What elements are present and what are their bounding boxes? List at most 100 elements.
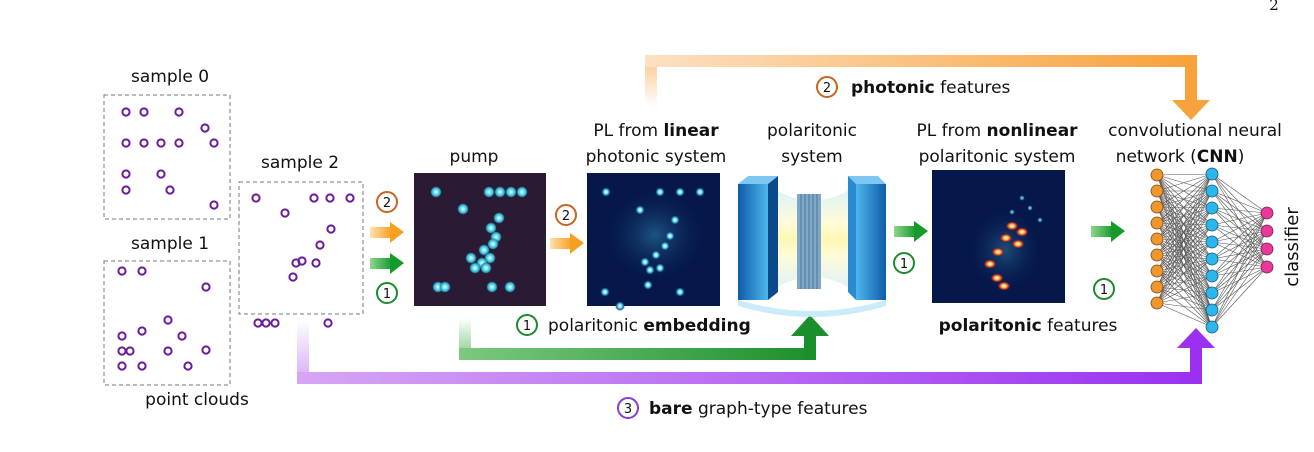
cnn-hidden-node bbox=[1205, 235, 1219, 249]
cnn-input-node bbox=[1150, 184, 1164, 198]
cnn-edge bbox=[1156, 190, 1213, 277]
point-cloud-dot bbox=[174, 107, 184, 117]
cnn-edge bbox=[1156, 254, 1213, 311]
cnn-edge bbox=[1156, 190, 1213, 243]
cnn-edge bbox=[1211, 230, 1268, 243]
nonlinear-pl-spot bbox=[991, 247, 1005, 257]
linear-pl-spot bbox=[670, 215, 680, 225]
cnn-edge bbox=[1211, 212, 1268, 243]
cnn-edge bbox=[1211, 207, 1268, 268]
cnn-edge bbox=[1156, 222, 1213, 294]
cnn-edge bbox=[1156, 238, 1213, 277]
point-cloud-dot bbox=[251, 193, 261, 203]
point-cloud-dot bbox=[280, 208, 290, 218]
cnn-edge bbox=[1156, 286, 1213, 328]
cnn-hidden-node bbox=[1205, 218, 1219, 232]
linear-pl-spot bbox=[643, 280, 653, 290]
cnn-hidden-node bbox=[1205, 320, 1219, 334]
pump-spot bbox=[487, 238, 499, 250]
cnn-edge bbox=[1156, 174, 1213, 209]
point-cloud-dot bbox=[163, 315, 173, 325]
linear-pl-spot bbox=[660, 241, 670, 251]
cnn-edge bbox=[1211, 266, 1268, 328]
embedding-pathway-arrow bbox=[459, 315, 829, 360]
pump-spots bbox=[430, 186, 528, 293]
cnn-input-node bbox=[1150, 168, 1164, 182]
cnn-nodes bbox=[1150, 167, 1274, 334]
cnn-edge bbox=[1211, 190, 1268, 232]
point-cloud-dot bbox=[345, 193, 355, 203]
point-cloud-dot bbox=[121, 138, 131, 148]
point-cloud-dot bbox=[261, 318, 271, 328]
cnn-edge bbox=[1211, 248, 1268, 277]
cnn-edge bbox=[1156, 206, 1213, 226]
cnn-edge bbox=[1156, 206, 1213, 277]
cnn-edge bbox=[1211, 258, 1268, 268]
nonlinear-pl-spot bbox=[1005, 221, 1019, 231]
nonlinear-pl-label-line1: PL from nonlinear bbox=[916, 121, 1078, 141]
cnn-edge bbox=[1156, 206, 1213, 311]
nonlinear-pl-spot bbox=[999, 233, 1013, 243]
linear-pl-spot bbox=[695, 187, 705, 197]
polaritonic-cavity-illustration bbox=[738, 176, 886, 317]
linear-pl-spot bbox=[665, 231, 675, 241]
point-cloud-dot bbox=[139, 107, 149, 117]
cnn-edge bbox=[1156, 222, 1213, 243]
polaritonic-system-label-line1: polaritonic bbox=[767, 121, 857, 141]
pump-spot bbox=[494, 186, 506, 198]
cnn-edge bbox=[1211, 241, 1268, 250]
pump-spot bbox=[469, 262, 481, 274]
cnn-edge bbox=[1156, 254, 1213, 328]
point-cloud-dot bbox=[137, 266, 147, 276]
pump-spot bbox=[486, 281, 498, 293]
point-cloud-dot bbox=[117, 266, 127, 276]
cnn-edge bbox=[1156, 238, 1213, 311]
cnn-edge bbox=[1211, 212, 1268, 260]
cnn-input-node bbox=[1150, 296, 1164, 310]
pump-label: pump bbox=[450, 147, 499, 167]
cnn-edge bbox=[1156, 254, 1213, 294]
linear-pl-spots bbox=[600, 185, 710, 311]
cnn-output-node bbox=[1260, 224, 1274, 238]
step-2-arrow-to-linear-pl: 2 bbox=[550, 204, 584, 254]
point-cloud-dot bbox=[137, 326, 147, 336]
point-cloud-dot bbox=[326, 224, 336, 234]
cnn-edge bbox=[1156, 173, 1213, 304]
cnn-edge bbox=[1156, 238, 1213, 328]
step-1-arrow-to-cnn: 1 bbox=[1091, 221, 1125, 300]
photonic-features-label: 2 photonic features bbox=[816, 76, 1011, 98]
cnn-edge bbox=[1156, 258, 1213, 304]
cnn-edge bbox=[1211, 266, 1268, 277]
point-cloud-dot bbox=[201, 282, 211, 292]
pump-spot bbox=[485, 222, 497, 234]
cnn-edge bbox=[1211, 212, 1268, 226]
point-cloud-dot bbox=[163, 346, 173, 356]
cnn-edge bbox=[1156, 207, 1213, 240]
pump-spot bbox=[465, 252, 477, 264]
cnn-edge bbox=[1156, 190, 1213, 260]
cnn-output-node bbox=[1260, 260, 1274, 274]
cnn-edge bbox=[1156, 173, 1213, 208]
point-cloud-dot bbox=[121, 169, 131, 179]
step-1-arrow-to-nonlinear-pl: 1 bbox=[893, 221, 928, 274]
linear-pl-spot bbox=[601, 187, 611, 197]
point-cloud-dot bbox=[174, 138, 184, 148]
cnn-edge bbox=[1211, 224, 1268, 232]
cnn-edge bbox=[1211, 190, 1268, 268]
cnn-edge bbox=[1211, 266, 1268, 294]
point-cloud-dot bbox=[137, 361, 147, 371]
cnn-hidden-node bbox=[1205, 252, 1219, 266]
pump-spot bbox=[439, 281, 451, 293]
cnn-edge bbox=[1156, 286, 1213, 311]
cnn-label-line2: network (CNN) bbox=[1116, 147, 1245, 167]
cnn-input-node bbox=[1150, 200, 1164, 214]
svg-text:1: 1 bbox=[900, 257, 908, 272]
svg-text:1: 1 bbox=[1100, 283, 1108, 298]
linear-pl-spot bbox=[675, 187, 685, 197]
nonlinear-pl-spot bbox=[1015, 227, 1029, 237]
cnn-edge bbox=[1156, 302, 1213, 328]
sample-2-points bbox=[251, 193, 355, 328]
cnn-edge bbox=[1156, 173, 1213, 240]
